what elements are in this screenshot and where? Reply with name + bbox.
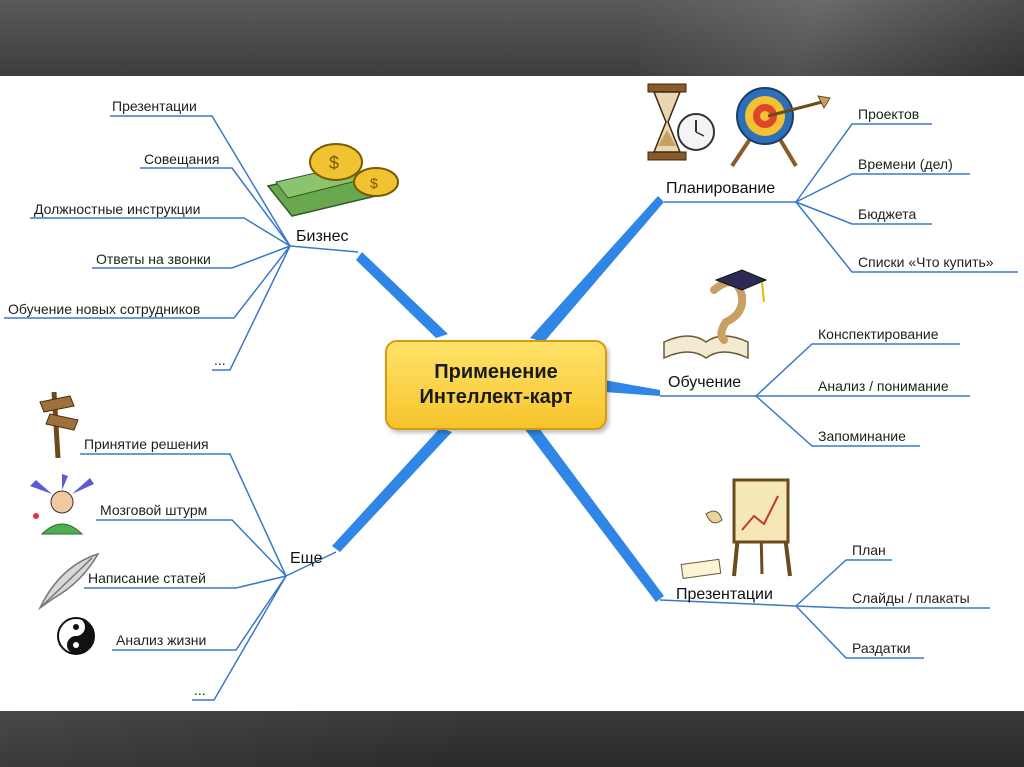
money-icon: $ $ bbox=[266, 143, 399, 217]
yin-yang-icon bbox=[57, 617, 95, 655]
central-node-line-2: Интеллект-карт bbox=[419, 386, 573, 408]
biznes-item-1: Презентации bbox=[112, 98, 197, 114]
branch-prezentatsii: Презентации bbox=[676, 586, 773, 603]
slide: $ $ bbox=[0, 76, 1024, 711]
biznes-item-3: Должностные инструкции bbox=[34, 201, 201, 217]
obuchenie-item-1: Конспектирование bbox=[818, 326, 939, 342]
bottom-frame-band bbox=[0, 711, 1024, 767]
planirovanie-item-1: Проектов bbox=[858, 106, 920, 122]
obuchenie-item-2: Анализ / понимание bbox=[818, 378, 949, 394]
brainstorm-person-icon bbox=[30, 474, 94, 535]
svg-text:$: $ bbox=[370, 175, 378, 191]
top-frame-band bbox=[0, 0, 1024, 76]
prezentatsii-item-2: Слайды / плакаты bbox=[852, 590, 970, 606]
sub-lines bbox=[4, 115, 1018, 701]
central-node-line-1: Применение bbox=[434, 361, 558, 383]
prezentatsii-item-3: Раздатки bbox=[852, 640, 911, 656]
eshche-item-1: Принятие решения bbox=[84, 436, 209, 452]
graduation-cap-book-icon bbox=[663, 269, 768, 360]
target-arrow-icon bbox=[730, 87, 831, 168]
planirovanie-item-3: Бюджета bbox=[858, 206, 917, 222]
biznes-item-4: Ответы на звонки bbox=[96, 251, 211, 267]
branch-biznes: Бизнес bbox=[296, 228, 349, 245]
eshche-item-ellipsis: ... bbox=[194, 682, 206, 698]
biznes-item-5: Обучение новых сотрудников bbox=[8, 301, 201, 317]
eshche-item-3: Написание статей bbox=[88, 570, 206, 586]
central-node: Применение Интеллект-карт bbox=[385, 340, 607, 430]
planirovanie-item-2: Времени (дел) bbox=[858, 156, 953, 172]
feather-quill-icon bbox=[38, 552, 100, 611]
planirovanie-item-4: Списки «Что купить» bbox=[858, 254, 994, 270]
easel-icon bbox=[680, 478, 792, 580]
branch-line-obuchenie bbox=[604, 380, 660, 396]
main-branches bbox=[332, 196, 664, 602]
obuchenie-item-3: Запоминание bbox=[818, 428, 906, 444]
eshche-item-2: Мозговой штурм bbox=[100, 502, 208, 518]
prezentatsii-item-1: План bbox=[852, 542, 886, 558]
signpost-icon bbox=[39, 391, 79, 459]
svg-text:$: $ bbox=[329, 153, 339, 173]
biznes-item-ellipsis: ... bbox=[214, 352, 226, 368]
hourglass-stopwatch-icon bbox=[647, 83, 715, 161]
eshche-item-4: Анализ жизни bbox=[116, 632, 207, 648]
biznes-item-2: Совещания bbox=[144, 151, 220, 167]
branch-planirovanie: Планирование bbox=[666, 180, 776, 197]
branch-line-biznes bbox=[356, 252, 448, 338]
branch-eshche: Еще bbox=[290, 550, 323, 567]
branch-obuchenie: Обучение bbox=[668, 374, 742, 391]
mind-map-lines: $ $ bbox=[4, 83, 1018, 701]
branch-line-prezentatsii bbox=[524, 424, 664, 602]
branch-line-planirovanie bbox=[530, 196, 664, 342]
branch-line-eshche bbox=[332, 428, 452, 552]
